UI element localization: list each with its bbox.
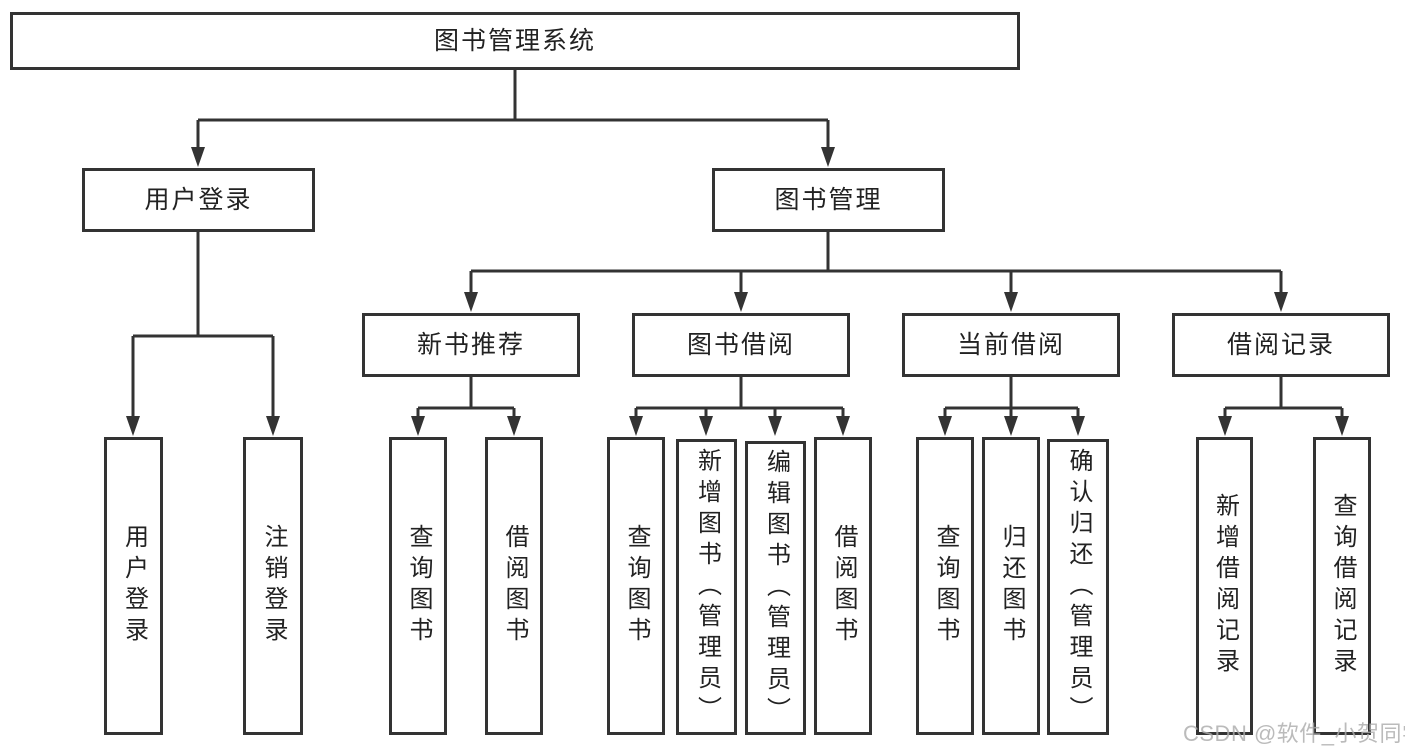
- node-library-management-system: 图书管理系统: [10, 12, 1020, 70]
- node-label: 借阅图书: [830, 524, 857, 648]
- node-label: 当前借阅: [956, 330, 1065, 359]
- node-logout: 注销登录: [243, 437, 303, 735]
- node-label: 新书推荐: [416, 330, 525, 359]
- node-borrow-books-action: 借阅图书: [814, 437, 872, 735]
- node-label: 图书管理系统: [433, 26, 596, 55]
- node-label: 编辑图书（管理员）: [762, 448, 790, 728]
- node-label: 图书借阅: [686, 330, 795, 359]
- node-user-login: 用户登录: [82, 168, 315, 232]
- node-query-books-borrow: 查询图书: [607, 437, 665, 735]
- node-label: 图书管理: [774, 185, 883, 214]
- node-label: 新增借阅记录: [1211, 493, 1239, 679]
- node-borrow-books-recommend: 借阅图书: [485, 437, 543, 735]
- node-borrowing-records: 借阅记录: [1172, 313, 1390, 377]
- node-query-books-current: 查询图书: [916, 437, 974, 735]
- csdn-watermark: CSDN @软件_小贺同学: [1183, 721, 1405, 746]
- node-query-borrow-record: 查询借阅记录: [1313, 437, 1371, 735]
- tree-edges: [131, 70, 1344, 418]
- node-label: 归还图书: [998, 524, 1025, 648]
- node-label: 借阅图书: [501, 524, 528, 648]
- node-label: 借阅记录: [1226, 330, 1335, 359]
- node-label: 新增图书（管理员）: [693, 447, 721, 727]
- node-label: 用户登录: [144, 185, 253, 214]
- node-query-books-recommend: 查询图书: [389, 437, 447, 735]
- node-book-borrowing: 图书借阅: [632, 313, 850, 377]
- node-new-book-recommendation: 新书推荐: [362, 313, 580, 377]
- node-return-book: 归还图书: [982, 437, 1040, 735]
- node-label: 查询图书: [405, 524, 432, 648]
- node-label: 确认归还（管理员）: [1065, 447, 1092, 727]
- node-add-book-admin: 新增图书（管理员）: [676, 439, 737, 735]
- node-book-management: 图书管理: [712, 168, 945, 232]
- node-user-login-action: 用户登录: [104, 437, 163, 735]
- node-label: 查询图书: [623, 524, 650, 648]
- node-label: 用户登录: [120, 524, 148, 648]
- node-edit-book-admin: 编辑图书（管理员）: [745, 441, 806, 735]
- node-add-borrow-record: 新增借阅记录: [1196, 437, 1253, 735]
- node-current-borrowing: 当前借阅: [902, 313, 1120, 377]
- node-label: 查询借阅记录: [1329, 493, 1356, 679]
- node-confirm-return-admin: 确认归还（管理员）: [1047, 439, 1109, 735]
- node-label: 查询图书: [932, 524, 959, 648]
- node-label: 注销登录: [260, 524, 287, 648]
